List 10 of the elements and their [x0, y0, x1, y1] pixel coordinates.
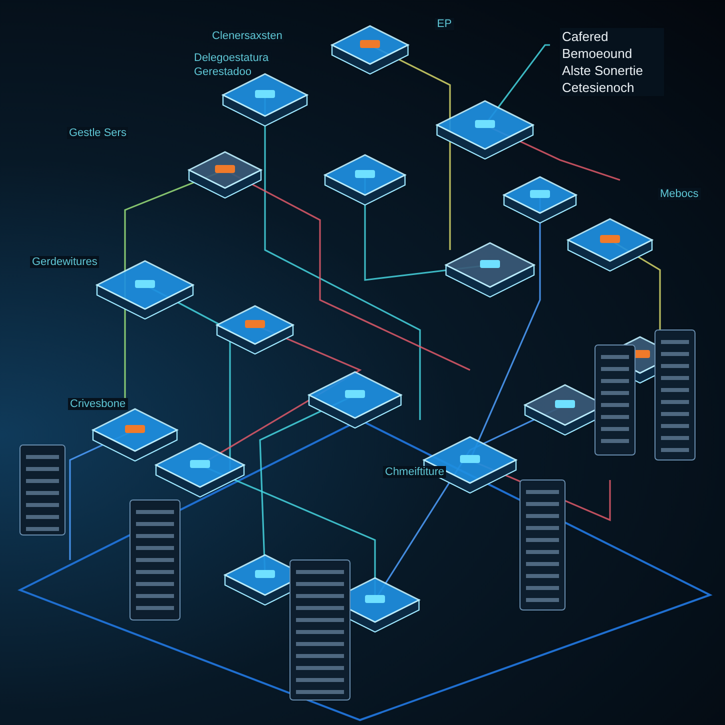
annotation-label: Cafered Bemoeound Alste Sonertie Cetesienoch	[560, 28, 664, 96]
annotation-label: Gerdewitures	[30, 256, 100, 268]
annotation-label: Mebocs	[658, 188, 701, 200]
annotation-label: EP	[435, 18, 454, 30]
annotation-label: Chmeiftiture	[383, 466, 446, 478]
annotation-label: Gerestadoo	[192, 66, 254, 78]
annotation-label: Clenersaxsten	[210, 30, 284, 42]
annotation-label: Crivesbone	[68, 398, 128, 410]
annotation-label: Delegoestatura	[192, 52, 271, 64]
annotation-label: Gestle Sers	[67, 127, 128, 139]
